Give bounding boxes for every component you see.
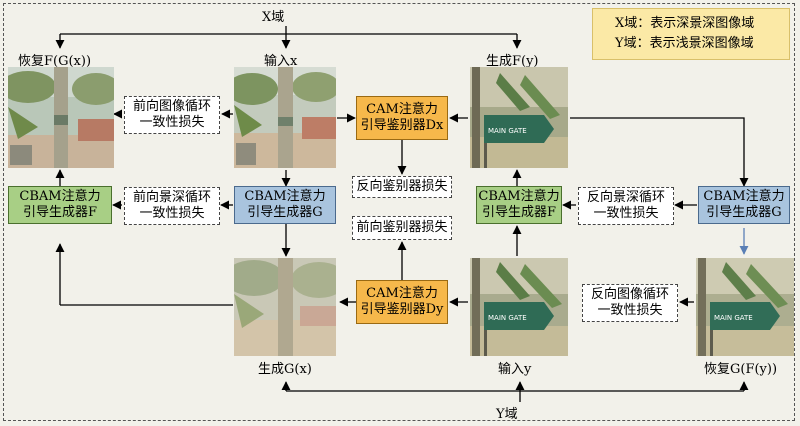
generator-g-middle-line2: 引导生成器G [247, 205, 323, 220]
generator-g-right-line2: 引导生成器G [706, 205, 782, 220]
legend-y-entry: Y域：表示浅景深图像域 [615, 36, 754, 51]
generator-f-right-line1: CBAM注意力 [478, 189, 560, 204]
rec-y-image: MAIN GATE [696, 258, 794, 356]
reverse-depth-cycle-loss-line2: 一致性损失 [593, 206, 659, 221]
rec-y-caption: 恢复G(F(y)) [704, 362, 778, 377]
generator-g-right: CBAM注意力 引导生成器G [698, 186, 790, 224]
generator-g-right-line1: CBAM注意力 [703, 189, 785, 204]
sign-text-3: MAIN GATE [714, 314, 753, 322]
generator-f-left-line1: CBAM注意力 [19, 189, 101, 204]
discriminator-dx-line2: 引导鉴别器Dx [360, 118, 444, 133]
forward-discriminator-loss: 前向鉴别器损失 [352, 216, 452, 240]
rec-x-caption: 恢复F(G(x)) [18, 54, 92, 69]
forward-depth-cycle-loss-line1: 前向景深循环 [132, 190, 211, 205]
input-x-caption: 输入x [264, 54, 298, 69]
generator-g-middle-line1: CBAM注意力 [244, 189, 326, 204]
legend-box: X域：表示深景深图像域 Y域：表示浅景深图像域 [592, 8, 790, 60]
reverse-depth-cycle-loss: 反向景深循环 一致性损失 [578, 187, 674, 225]
gen-fy-image: MAIN GATE [470, 67, 568, 168]
y-domain-label: Y域 [496, 407, 518, 422]
input-y-caption: 输入y [498, 362, 532, 377]
generator-f-left-line2: 引导生成器F [22, 205, 98, 220]
discriminator-dx: CAM注意力 引导鉴别器Dx [356, 96, 448, 140]
forward-discriminator-loss-text: 前向鉴别器损失 [356, 220, 448, 235]
generator-f-left: CBAM注意力 引导生成器F [8, 186, 112, 224]
dashed-frame [3, 3, 795, 421]
forward-depth-cycle-loss-line2: 一致性损失 [139, 206, 205, 221]
forward-image-cycle-loss-line1: 前向图像循环 [132, 99, 211, 114]
reverse-image-cycle-loss-line1: 反向图像循环 [590, 287, 669, 302]
generator-f-right-line2: 引导生成器F [481, 205, 557, 220]
gen-fy-caption: 生成F(y) [486, 54, 539, 69]
reverse-depth-cycle-loss-line1: 反向景深循环 [586, 190, 665, 205]
reverse-image-cycle-loss-line2: 一致性损失 [597, 303, 663, 318]
sign-text-2: MAIN GATE [488, 314, 527, 322]
discriminator-dy-line2: 引导鉴别器Dy [360, 302, 444, 317]
input-y-image: MAIN GATE [470, 258, 568, 356]
gen-gx-caption: 生成G(x) [258, 362, 312, 377]
reverse-discriminator-loss-text: 反向鉴别器损失 [356, 179, 448, 194]
gen-gx-image [234, 258, 336, 356]
reverse-discriminator-loss: 反向鉴别器损失 [352, 176, 452, 198]
rec-x-image [8, 67, 114, 168]
sign-text-1: MAIN GATE [488, 127, 527, 135]
x-domain-label: X域 [262, 10, 285, 25]
reverse-image-cycle-loss: 反向图像循环 一致性损失 [582, 284, 678, 322]
generator-g-middle: CBAM注意力 引导生成器G [234, 186, 336, 224]
discriminator-dx-line1: CAM注意力 [366, 102, 438, 117]
forward-image-cycle-loss-line2: 一致性损失 [139, 115, 205, 130]
generator-f-right: CBAM注意力 引导生成器F [476, 186, 562, 224]
forward-depth-cycle-loss: 前向景深循环 一致性损失 [124, 187, 220, 225]
discriminator-dy-line1: CAM注意力 [366, 286, 438, 301]
discriminator-dy: CAM注意力 引导鉴别器Dy [356, 280, 448, 324]
legend-x-entry: X域：表示深景深图像域 [615, 16, 755, 31]
forward-image-cycle-loss: 前向图像循环 一致性损失 [124, 96, 220, 134]
input-x-image [234, 67, 336, 168]
